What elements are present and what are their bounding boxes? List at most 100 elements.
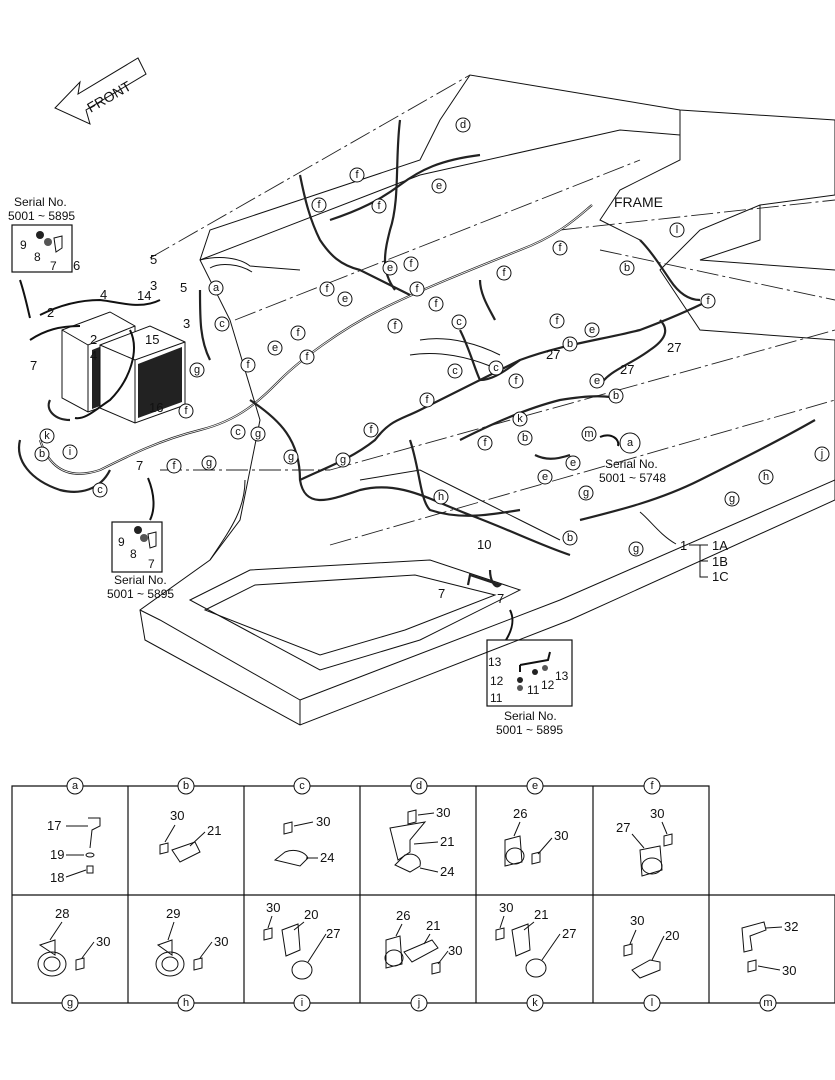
svg-text:b: b xyxy=(39,448,45,460)
callout-f: f xyxy=(311,197,327,213)
serial-inset-bottom-right: 13 12 11 11 12 13 Serial No. 5001 ~ 5895 xyxy=(486,609,573,737)
svg-text:28: 28 xyxy=(55,906,69,921)
svg-text:30: 30 xyxy=(436,805,450,820)
svg-text:5: 5 xyxy=(180,280,187,295)
serial-range: 5001 ~ 5895 xyxy=(496,723,563,737)
svg-text:30: 30 xyxy=(554,828,568,843)
svg-text:f: f xyxy=(555,315,559,327)
svg-text:19: 19 xyxy=(50,847,64,862)
svg-text:27: 27 xyxy=(562,926,576,941)
callout-f: f xyxy=(371,198,387,214)
callout-c: c xyxy=(214,316,230,332)
svg-text:g: g xyxy=(633,543,639,555)
svg-text:f: f xyxy=(409,258,413,270)
svg-text:f: f xyxy=(377,200,381,212)
callout-f: f xyxy=(178,403,194,419)
svg-text:j: j xyxy=(417,997,420,1009)
svg-text:4: 4 xyxy=(90,348,97,363)
svg-text:f: f xyxy=(172,460,176,472)
callout-g: g xyxy=(578,485,594,501)
svg-text:8: 8 xyxy=(130,547,137,561)
svg-text:5: 5 xyxy=(150,252,157,267)
svg-text:f: f xyxy=(246,359,250,371)
svg-text:k: k xyxy=(517,413,523,425)
svg-text:b: b xyxy=(183,780,189,792)
svg-text:i: i xyxy=(69,446,71,458)
svg-text:12: 12 xyxy=(541,678,555,692)
svg-text:8: 8 xyxy=(34,250,41,264)
svg-text:27: 27 xyxy=(667,340,681,355)
callout-e: e xyxy=(589,373,605,389)
svg-text:7: 7 xyxy=(136,458,143,473)
svg-text:e: e xyxy=(570,457,576,469)
callout-c: c xyxy=(447,363,463,379)
svg-text:f: f xyxy=(355,169,359,181)
svg-text:16: 16 xyxy=(149,400,163,415)
svg-text:j: j xyxy=(820,448,823,460)
callout-g: g xyxy=(628,541,644,557)
svg-text:1B: 1B xyxy=(712,554,728,569)
svg-text:i: i xyxy=(301,997,303,1009)
svg-text:1: 1 xyxy=(680,538,687,553)
callout-f: f xyxy=(496,265,512,281)
detail-cell-h: h 29 30 xyxy=(155,906,228,1012)
callout-k: k xyxy=(39,428,55,444)
svg-text:f: f xyxy=(369,424,373,436)
svg-text:f: f xyxy=(650,780,654,792)
svg-text:e: e xyxy=(542,471,548,483)
callout-g: g xyxy=(250,426,266,442)
callout-f: f xyxy=(549,313,565,329)
svg-text:h: h xyxy=(763,471,769,483)
svg-text:24: 24 xyxy=(440,864,454,879)
svg-text:a: a xyxy=(72,780,79,792)
callout-b: b xyxy=(517,430,533,446)
svg-text:c: c xyxy=(299,780,305,792)
svg-text:m: m xyxy=(584,428,593,440)
callout-f: f xyxy=(166,458,182,474)
svg-text:f: f xyxy=(558,242,562,254)
svg-text:9: 9 xyxy=(118,535,125,549)
callout-e: e xyxy=(537,469,553,485)
svg-text:24: 24 xyxy=(320,850,334,865)
callout-f: f xyxy=(508,373,524,389)
callout-f: f xyxy=(319,281,335,297)
callout-g: g xyxy=(283,449,299,465)
svg-text:g: g xyxy=(194,364,200,376)
harness-runs xyxy=(17,119,816,588)
svg-text:a: a xyxy=(627,437,634,449)
serial-label: Serial No. xyxy=(504,709,557,723)
svg-text:21: 21 xyxy=(207,823,221,838)
svg-text:14: 14 xyxy=(137,288,151,303)
callout-f: f xyxy=(409,281,425,297)
svg-text:g: g xyxy=(67,997,73,1009)
svg-text:30: 30 xyxy=(266,900,280,915)
detail-cell-c: c 30 24 xyxy=(273,777,334,867)
svg-text:17: 17 xyxy=(47,818,61,833)
svg-text:b: b xyxy=(567,338,573,350)
svg-text:b: b xyxy=(522,432,528,444)
callout-f: f xyxy=(552,240,568,256)
svg-text:g: g xyxy=(583,487,589,499)
callout-c: c xyxy=(92,482,108,498)
svg-text:1A: 1A xyxy=(712,538,728,553)
svg-text:3: 3 xyxy=(183,316,190,331)
callout-f: f xyxy=(290,325,306,341)
detail-cell-e: e 26 30 xyxy=(504,777,568,867)
callout-g: g xyxy=(724,491,740,507)
svg-text:b: b xyxy=(624,262,630,274)
callout-g: g xyxy=(189,362,205,378)
callout-f: f xyxy=(403,256,419,272)
svg-text:f: f xyxy=(296,327,300,339)
detail-table xyxy=(11,785,835,1004)
detail-cell-k: k 30 21 27 xyxy=(495,900,576,1012)
svg-text:e: e xyxy=(532,780,538,792)
svg-text:e: e xyxy=(436,180,442,192)
svg-text:21: 21 xyxy=(426,918,440,933)
detail-cell-g: g 28 30 xyxy=(37,906,110,1012)
svg-text:2: 2 xyxy=(90,332,97,347)
svg-text:7: 7 xyxy=(438,586,445,601)
svg-text:b: b xyxy=(567,532,573,544)
svg-text:f: f xyxy=(706,295,710,307)
svg-text:m: m xyxy=(763,997,772,1009)
callout-b: b xyxy=(619,260,635,276)
